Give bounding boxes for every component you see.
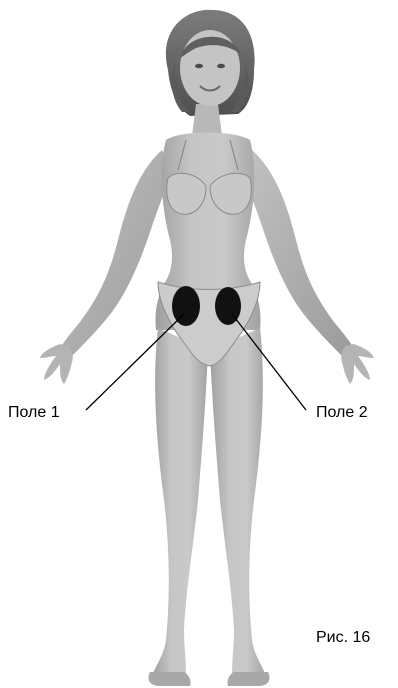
electrode-field-1	[172, 286, 200, 326]
right-foot	[227, 672, 269, 686]
left-foot	[148, 672, 190, 686]
neck	[192, 104, 222, 136]
left-hand	[40, 344, 73, 384]
electrode-field-2	[215, 287, 241, 325]
right-leg	[210, 328, 266, 676]
left-leg	[152, 328, 208, 676]
right-hand	[341, 344, 374, 384]
label-field-2: Поле 2	[316, 404, 368, 422]
left-arm	[58, 150, 172, 360]
label-field-1: Поле 1	[8, 404, 60, 422]
figure-caption: Рис. 16	[316, 629, 370, 647]
